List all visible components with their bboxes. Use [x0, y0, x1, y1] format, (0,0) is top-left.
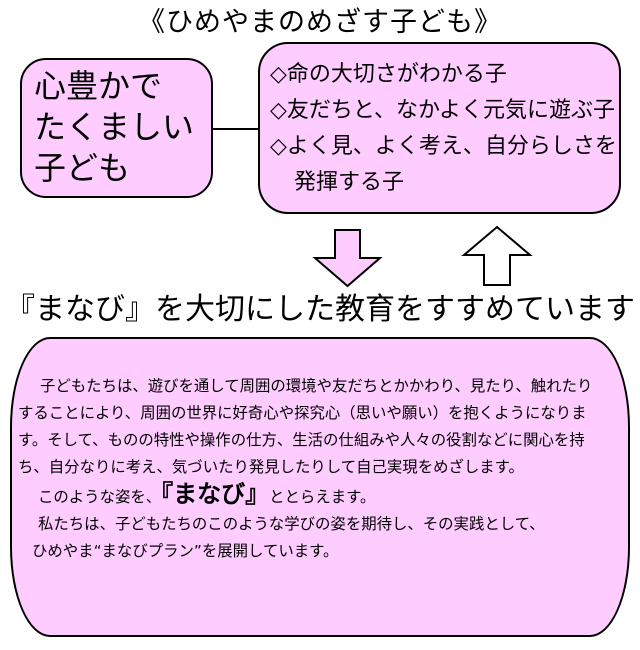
goal-detail-box: ◇命の大切さがわかる子 ◇友だちと、なかよく元気に遊ぶ子 ◇よく見、よく考え、自…	[258, 42, 621, 214]
goal-summary-box: 心豊かで たくましい 子ども	[20, 58, 213, 198]
goal-detail-item: ◇友だちと、なかよく元気に遊ぶ子	[270, 98, 615, 123]
explanation-line: す。そして、ものの特性や操作の仕方、生活の仕組みや人々の役割などに関心を持	[18, 431, 585, 449]
goal-detail-item: ◇命の大切さがわかる子	[270, 62, 507, 87]
up-arrow-icon	[461, 225, 533, 286]
emphasis-line: このような姿を、『まなび』ととらえます。	[18, 481, 628, 511]
emphasis-pre: このような姿を、	[38, 488, 162, 506]
explanation-line: 子どもたちは、遊びを通して周囲の環境や友だちとかかわり、見たり、触れたり	[40, 377, 593, 395]
closing-line: 私たちは、子どもたちのこのような学びの姿を期待し、その実践として、	[38, 515, 545, 533]
page-title: 《ひめやまのめざす子ども》	[138, 7, 502, 38]
connector-line	[213, 128, 259, 130]
goal-detail-item: ◇よく見、よく考え、自分らしさを	[270, 134, 617, 159]
slogan-heading: 『まなび』を大切にした教育をすすめています	[5, 292, 635, 327]
down-arrow-icon	[312, 229, 383, 288]
explanation-line: ち、自分なりに考え、気づいたり発見したりして自己実現をめざします。	[18, 458, 524, 476]
goal-detail-item: 発揮する子	[294, 170, 405, 195]
emphasis-post: ととらえます。	[269, 488, 376, 506]
goal-summary-line: たくましい	[34, 108, 195, 146]
goal-summary-line: 子ども	[34, 149, 131, 187]
goal-summary-line: 心豊かで	[34, 67, 163, 105]
closing-line: ひめやま“まなびプラン”を展開しています。	[32, 542, 339, 560]
explanation-box: 子どもたちは、遊びを通して周囲の環境や友だちとかかわり、見たり、触れたり するこ…	[10, 337, 630, 637]
explanation-line: することにより、周囲の世界に好奇心や探究心（思いや願い）を抱くようになりま	[18, 404, 587, 422]
manabi-emphasis: 『まなび』	[161, 480, 270, 508]
